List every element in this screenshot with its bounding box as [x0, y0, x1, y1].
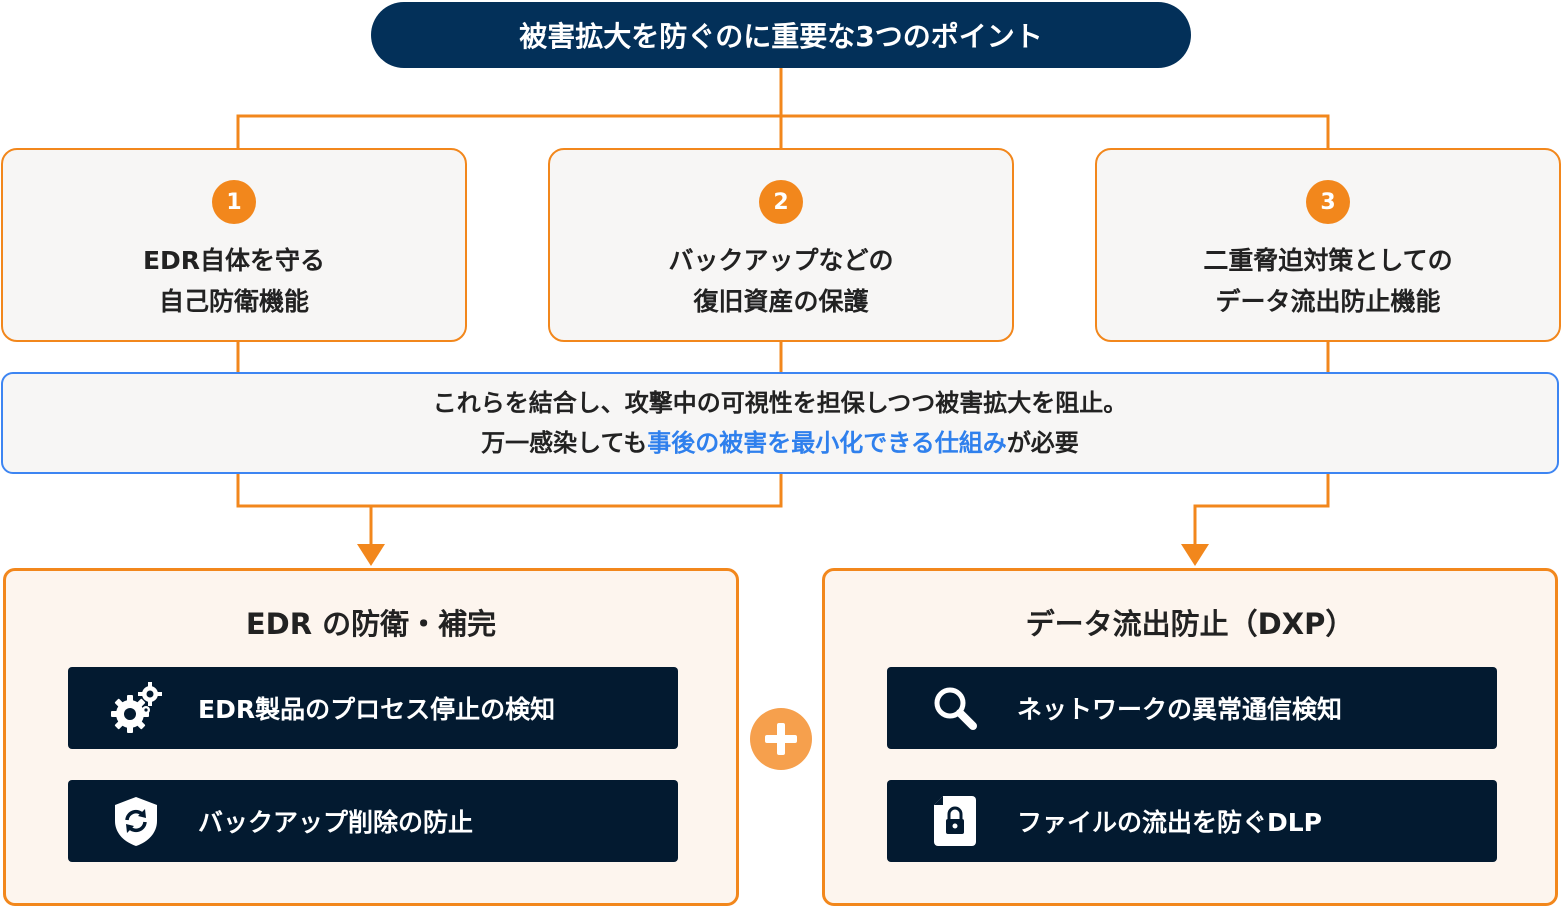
connector-branch — [236, 114, 1330, 148]
file-lock-icon — [925, 791, 985, 851]
summary-suffix: が必要 — [1006, 429, 1079, 457]
point-text-line: バックアップなどの — [668, 246, 894, 275]
point-text-line: 二重脅迫対策としての — [1203, 246, 1453, 275]
feature-item-dlp: ファイルの流出を防ぐDLP — [887, 780, 1497, 862]
summary-prefix: 万一感染しても — [481, 429, 648, 457]
point-number-badge: 2 — [759, 180, 803, 224]
arrow-right-icon — [1181, 544, 1209, 566]
point-text-line: EDR自体を守る — [142, 246, 326, 275]
feature-label: ネットワークの異常通信検知 — [1017, 695, 1343, 724]
summary-line-2: 万一感染しても事後の被害を最小化できる仕組みが必要 — [481, 423, 1079, 463]
point-text: バックアップなどの 復旧資産の保護 — [668, 240, 893, 322]
point-text: EDR自体を守る 自己防衛機能 — [143, 240, 325, 322]
feature-label: ファイルの流出を防ぐDLP — [1017, 808, 1323, 837]
connector-right-merge — [1193, 474, 1330, 548]
panel-title: EDR の防衛・補完 — [245, 607, 497, 641]
point-number-badge: 1 — [212, 180, 256, 224]
point-text-line: データ流出防止機能 — [1215, 287, 1441, 316]
feature-label: EDR製品のプロセス停止の検知 — [198, 695, 556, 724]
feature-item-network-anomaly-detection: ネットワークの異常通信検知 — [887, 667, 1497, 749]
gears-icon — [106, 678, 166, 738]
feature-label: バックアップ削除の防止 — [198, 808, 474, 837]
summary-box: これらを結合し、攻撃中の可視性を担保しつつ被害拡大を阻止。 万一感染しても事後の… — [1, 372, 1559, 474]
edr-defense-panel: EDR の防衛・補完 — [3, 568, 739, 906]
point-text-line: 復旧資産の保護 — [693, 287, 869, 316]
shield-refresh-icon — [106, 791, 166, 851]
point-text: 二重脅迫対策としての データ流出防止機能 — [1203, 240, 1452, 322]
search-icon — [925, 678, 985, 738]
connector-left-merge — [236, 474, 783, 508]
point-box-1: 1 EDR自体を守る 自己防衛機能 — [1, 148, 467, 342]
panel-title: データ流出防止（DXP） — [1025, 607, 1355, 641]
diagram-title: 被害拡大を防ぐのに重要な3つのポイント — [371, 2, 1191, 68]
feature-item-backup-deletion-prevention: バックアップ削除の防止 — [68, 780, 678, 862]
summary-line-1: これらを結合し、攻撃中の可視性を担保しつつ被害拡大を阻止。 — [432, 389, 1128, 417]
data-exfiltration-panel: データ流出防止（DXP） ネットワークの異常通信検知 ファイルの流出を防ぐDLP — [822, 568, 1558, 906]
point-box-2: 2 バックアップなどの 復旧資産の保護 — [548, 148, 1014, 342]
summary-highlight: 事後の被害を最小化できる仕組み — [647, 429, 1007, 457]
point-box-3: 3 二重脅迫対策としての データ流出防止機能 — [1095, 148, 1561, 342]
feature-item-edr-process-detection: EDR製品のプロセス停止の検知 — [68, 667, 678, 749]
point-number-badge: 3 — [1306, 180, 1350, 224]
point-text-line: 自己防衛機能 — [158, 287, 309, 316]
arrow-left-icon — [357, 544, 385, 566]
plus-icon — [750, 708, 812, 770]
